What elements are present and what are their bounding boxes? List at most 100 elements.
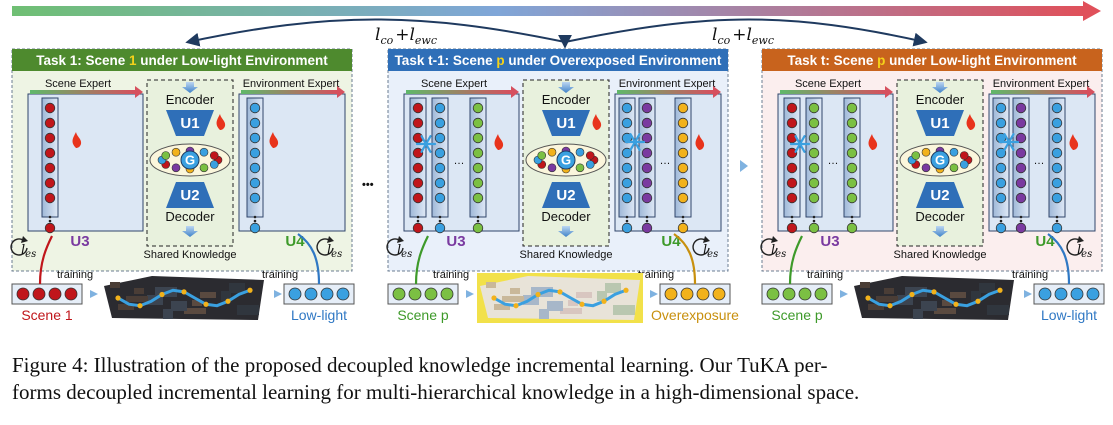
expert-column bbox=[431, 97, 449, 234]
ellipsis-dot bbox=[416, 219, 420, 223]
knowledge-dot bbox=[537, 151, 547, 160]
ellipsis-dot bbox=[253, 215, 257, 219]
global-node-label: G bbox=[185, 153, 195, 168]
knowledge-dot bbox=[64, 287, 78, 301]
task-arrow-right bbox=[740, 160, 748, 172]
knowledge-dot bbox=[434, 147, 446, 159]
knowledge-dot bbox=[249, 222, 261, 234]
ellipsis-dot bbox=[790, 219, 794, 223]
training-arrow-scene bbox=[788, 235, 803, 285]
knowledge-dot bbox=[949, 147, 959, 157]
knowledge-dot bbox=[249, 162, 261, 174]
env-expert-arrowhead bbox=[1087, 86, 1095, 98]
loss-label-right: lco+lewc bbox=[712, 25, 774, 47]
knowledge-dot bbox=[641, 132, 653, 144]
knowledge-dot bbox=[32, 287, 46, 301]
ellipsis-dot bbox=[812, 219, 816, 223]
flow-arrow-icon bbox=[466, 290, 474, 298]
loss-connectors: lco+lewc lco+lewc bbox=[185, 18, 928, 49]
knowledge-dot bbox=[412, 147, 424, 159]
expert-column bbox=[1012, 97, 1030, 234]
knowledge-dot bbox=[959, 151, 969, 160]
snowflake-icon bbox=[624, 133, 646, 151]
knowledge-dot bbox=[585, 151, 595, 160]
ellipsis-dot bbox=[416, 215, 420, 219]
knowledge-dot bbox=[209, 151, 219, 160]
knowledge-dot bbox=[641, 177, 653, 189]
knowledge-dot bbox=[199, 147, 209, 157]
knowledge-dot bbox=[472, 192, 484, 204]
scene-expert-label: Scene Expert bbox=[421, 78, 487, 90]
global-node bbox=[180, 150, 200, 170]
knowledge-dot bbox=[472, 222, 484, 234]
knowledge-dot bbox=[1038, 287, 1052, 301]
knowledge-dot bbox=[782, 287, 796, 301]
task-header-title: Task t-1: Scene p under Overexposed Envi… bbox=[395, 53, 722, 68]
encoder-label: Encoder bbox=[166, 92, 215, 107]
knowledge-dot bbox=[434, 177, 446, 189]
ellipsis-dot bbox=[438, 219, 442, 223]
knowledge-dot bbox=[547, 163, 557, 173]
global-node-label: G bbox=[935, 153, 945, 168]
knowledge-dot bbox=[641, 192, 653, 204]
column-ellipsis: … bbox=[454, 155, 465, 167]
encoder-trapezoid bbox=[166, 110, 214, 136]
loss-loop-icon: les bbox=[316, 236, 342, 260]
knowledge-dot bbox=[808, 162, 820, 174]
expert-column bbox=[246, 97, 264, 234]
ellipsis-dot bbox=[625, 219, 629, 223]
knowledge-dot bbox=[959, 160, 969, 169]
u4-label: U4 bbox=[285, 233, 305, 250]
knowledge-dot bbox=[249, 117, 261, 129]
knowledge-dot bbox=[995, 192, 1007, 204]
task-header-title: Task t: Scene p under Low-light Environm… bbox=[787, 53, 1077, 68]
u2-label: U2 bbox=[556, 187, 575, 204]
knowledge-dot bbox=[424, 287, 438, 301]
knowledge-dot bbox=[766, 287, 780, 301]
knowledge-dot bbox=[641, 222, 653, 234]
loss-les-label: les bbox=[703, 243, 718, 260]
knowledge-dot bbox=[575, 147, 585, 157]
env-expert-arrowhead bbox=[337, 86, 345, 98]
training-label-env: training bbox=[638, 269, 674, 281]
knowledge-dot bbox=[1051, 222, 1063, 234]
trajectory-point bbox=[247, 287, 253, 293]
trajectory-point bbox=[931, 289, 937, 295]
training-arrow-env bbox=[1047, 233, 1071, 285]
encoder-trapezoid bbox=[542, 110, 590, 136]
env-expert-label: Environment Expert bbox=[243, 78, 340, 90]
task-header-bar bbox=[762, 49, 1102, 71]
shared-knowledge-cloud: G bbox=[899, 143, 981, 177]
caption-line-2: forms decoupled incremental learning for… bbox=[12, 380, 860, 404]
knowledge-dot bbox=[434, 117, 446, 129]
trajectory-point bbox=[557, 289, 563, 295]
knowledge-dot bbox=[677, 192, 689, 204]
u1-label: U1 bbox=[180, 115, 199, 132]
env-label: Overexposure bbox=[651, 307, 739, 323]
trajectory-point bbox=[887, 303, 893, 309]
knowledge-dot bbox=[680, 287, 694, 301]
knowledge-dot bbox=[1015, 132, 1027, 144]
scene-expert-arrow bbox=[30, 90, 135, 94]
knowledge-dot bbox=[1051, 177, 1063, 189]
knowledge-dot bbox=[814, 287, 828, 301]
ellipsis-dot bbox=[1019, 219, 1023, 223]
expert-column bbox=[1048, 97, 1066, 234]
training-label-env: training bbox=[262, 269, 298, 281]
flow-arrow-icon bbox=[90, 290, 98, 298]
env-expert-label: Environment Expert bbox=[619, 78, 716, 90]
knowledge-dot bbox=[249, 177, 261, 189]
shared-knowledge-label: Shared Knowledge bbox=[894, 249, 987, 261]
knowledge-dot bbox=[472, 162, 484, 174]
trajectory-point bbox=[115, 295, 121, 301]
snowflake-icon bbox=[415, 135, 437, 153]
knowledge-dot bbox=[786, 102, 798, 114]
knowledge-dot bbox=[288, 287, 302, 301]
training-dot-row bbox=[761, 283, 833, 305]
knowledge-dot bbox=[209, 160, 219, 169]
env-label: Low-light bbox=[291, 307, 347, 323]
task-header-bar bbox=[388, 49, 728, 71]
flame-icon bbox=[592, 114, 602, 130]
training-dot-row bbox=[1033, 283, 1105, 305]
knowledge-dot bbox=[846, 177, 858, 189]
